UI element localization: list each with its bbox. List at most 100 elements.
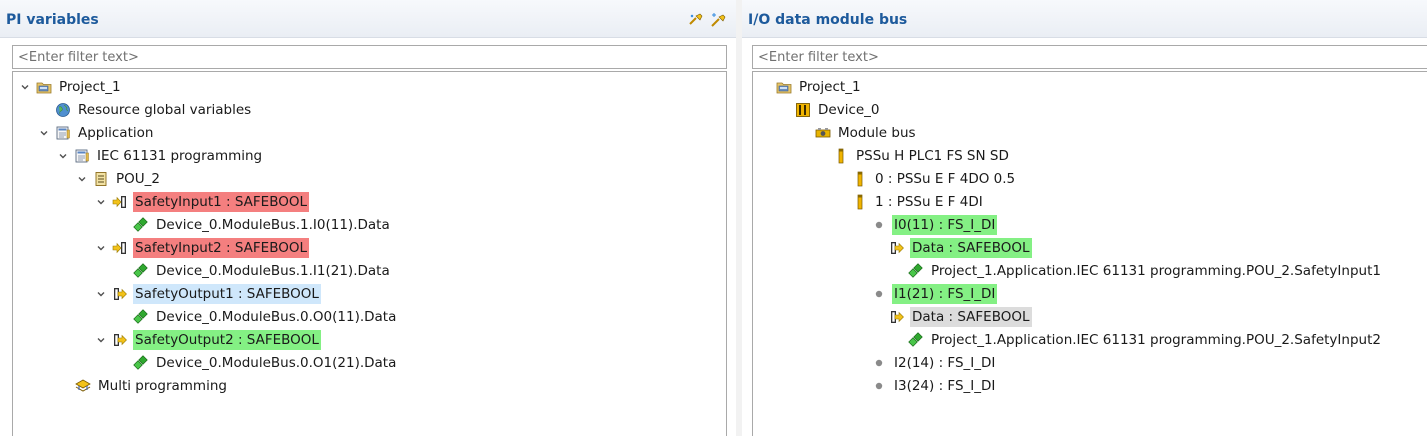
auto-assign-icon[interactable]: [688, 12, 704, 28]
tree-item-mapping[interactable]: Device_0.ModuleBus.1.I0(11).Data: [133, 214, 392, 236]
tree-item-label: I0(11) : FS_I_DI: [892, 215, 998, 235]
tree-item-label: POU_2: [116, 171, 160, 187]
link-icon: [133, 263, 149, 279]
tree-item-label: Multi programming: [98, 378, 227, 394]
tree-item-iec-programming[interactable]: IEC 61131 programming: [56, 145, 264, 167]
data-icon: [889, 240, 905, 256]
link-icon: [908, 263, 924, 279]
io-data-tree: Project_1 Device_0 Module bus PSSu H PLC…: [752, 71, 1427, 436]
tree-item-data[interactable]: Data : SAFEBOOL: [889, 306, 1032, 328]
module-icon: [833, 148, 849, 164]
tree-item-device[interactable]: Device_0: [795, 99, 882, 121]
tree-item-application[interactable]: Application: [37, 122, 155, 144]
pou-icon: [93, 171, 109, 187]
io-data-module-bus-view: I/O data module bus Project_1 Device_0 M…: [742, 0, 1427, 436]
tree-item-label: Device_0.ModuleBus.0.O0(11).Data: [156, 309, 397, 325]
chevron-down-icon[interactable]: [96, 243, 106, 253]
chevron-down-icon[interactable]: [58, 151, 68, 161]
tree-item-variable[interactable]: SafetyOutput2 : SAFEBOOL: [94, 329, 321, 351]
module-bus-icon: [815, 125, 831, 141]
data-icon: [889, 309, 905, 325]
chevron-down-icon[interactable]: [39, 128, 49, 138]
io-data-header: I/O data module bus: [742, 0, 1427, 38]
tree-item-mapping[interactable]: Device_0.ModuleBus.0.O1(21).Data: [133, 352, 398, 374]
pi-variables-view: PI variables Project_1 Resource global v…: [0, 0, 736, 436]
tree-item-label: Project_1.Application.IEC 61131 programm…: [931, 332, 1381, 348]
tree-item-variable[interactable]: SafetyInput2 : SAFEBOOL: [94, 237, 310, 259]
project-folder-icon: [36, 79, 52, 95]
channel-dot-icon: [871, 378, 887, 394]
tree-item-label: IEC 61131 programming: [97, 148, 263, 164]
tree-item-module[interactable]: 0 : PSSu E F 4DO 0.5: [852, 168, 1017, 190]
tree-item-mapping[interactable]: Device_0.ModuleBus.0.O0(11).Data: [133, 306, 398, 328]
collapse-toggle[interactable]: [94, 237, 108, 259]
link-icon: [908, 332, 924, 348]
tree-item-project[interactable]: Project_1: [18, 76, 123, 98]
tree-item-pou[interactable]: POU_2: [75, 168, 162, 190]
chevron-down-icon[interactable]: [96, 197, 106, 207]
view-splitter[interactable]: [736, 0, 742, 436]
tree-item-label: PSSu H PLC1 FS SN SD: [856, 148, 1009, 164]
tree-item-mapping[interactable]: Project_1.Application.IEC 61131 programm…: [908, 260, 1383, 282]
tree-item-channel[interactable]: I1(21) : FS_I_DI: [871, 283, 998, 305]
collapse-toggle[interactable]: [94, 329, 108, 351]
tree-item-project[interactable]: Project_1: [776, 76, 863, 98]
tree-item-label: Device_0.ModuleBus.0.O1(21).Data: [156, 355, 397, 371]
tree-item-mapping[interactable]: Project_1.Application.IEC 61131 programm…: [908, 329, 1383, 351]
device-icon: [795, 102, 811, 118]
tree-item-label: I1(21) : FS_I_DI: [892, 284, 998, 304]
collapse-toggle[interactable]: [75, 168, 89, 190]
application-icon: [74, 148, 90, 164]
tree-item-label: 0 : PSSu E F 4DO 0.5: [875, 171, 1016, 187]
link-icon: [133, 217, 149, 233]
tree-item-head-module[interactable]: PSSu H PLC1 FS SN SD: [833, 145, 1011, 167]
panel-title: I/O data module bus: [748, 12, 908, 28]
tree-item-multi-programming[interactable]: Multi programming: [75, 375, 229, 397]
link-icon: [133, 309, 149, 325]
assign-icon[interactable]: [710, 12, 726, 28]
collapse-toggle[interactable]: [37, 122, 51, 144]
tree-item-module[interactable]: 1 : PSSu E F 4DI: [852, 191, 985, 213]
header-toolbar: [688, 12, 726, 28]
tree-item-label: SafetyOutput1 : SAFEBOOL: [133, 284, 321, 304]
tree-item-channel[interactable]: I3(24) : FS_I_DI: [871, 375, 997, 397]
chevron-down-icon[interactable]: [96, 335, 106, 345]
collapse-toggle[interactable]: [94, 283, 108, 305]
tree-item-mapping[interactable]: Device_0.ModuleBus.1.I1(21).Data: [133, 260, 392, 282]
pi-variables-tree: Project_1 Resource global variables Appl…: [12, 71, 727, 436]
channel-dot-icon: [871, 217, 887, 233]
tree-item-resource-globals[interactable]: Resource global variables: [55, 99, 253, 121]
tree-item-label: I2(14) : FS_I_DI: [894, 355, 996, 371]
filter-input[interactable]: [12, 45, 727, 69]
chevron-down-icon[interactable]: [77, 174, 87, 184]
tree-item-label: SafetyInput1 : SAFEBOOL: [133, 192, 310, 212]
collapse-toggle[interactable]: [56, 145, 70, 167]
tree-item-label: Project_1: [59, 79, 121, 95]
tree-item-channel[interactable]: I2(14) : FS_I_DI: [871, 352, 997, 374]
tree-item-variable[interactable]: SafetyInput1 : SAFEBOOL: [94, 191, 310, 213]
collapse-toggle[interactable]: [94, 191, 108, 213]
filter-input[interactable]: [752, 45, 1427, 69]
application-icon: [55, 125, 71, 141]
tree-item-label: Device_0.ModuleBus.1.I0(11).Data: [156, 217, 390, 233]
module-icon: [852, 194, 868, 210]
multi-programming-icon: [75, 378, 91, 394]
tree-item-label: Device_0: [818, 102, 880, 118]
tree-item-module-bus[interactable]: Module bus: [815, 122, 918, 144]
chevron-down-icon[interactable]: [96, 289, 106, 299]
tree-item-label: Project_1: [799, 79, 861, 95]
tree-item-label: Project_1.Application.IEC 61131 programm…: [931, 263, 1381, 279]
tree-item-label: Data : SAFEBOOL: [910, 307, 1032, 327]
input-variable-icon: [112, 240, 128, 256]
collapse-toggle[interactable]: [18, 76, 32, 98]
tree-item-label: SafetyOutput2 : SAFEBOOL: [133, 330, 321, 350]
tree-item-variable[interactable]: SafetyOutput1 : SAFEBOOL: [94, 283, 321, 305]
panel-title: PI variables: [6, 12, 99, 28]
tree-item-data[interactable]: Data : SAFEBOOL: [889, 237, 1032, 259]
tree-item-label: I3(24) : FS_I_DI: [894, 378, 996, 394]
input-variable-icon: [112, 194, 128, 210]
tree-item-label: Application: [78, 125, 154, 141]
tree-item-channel[interactable]: I0(11) : FS_I_DI: [871, 214, 998, 236]
chevron-down-icon[interactable]: [20, 82, 30, 92]
tree-item-label: 1 : PSSu E F 4DI: [875, 194, 983, 210]
